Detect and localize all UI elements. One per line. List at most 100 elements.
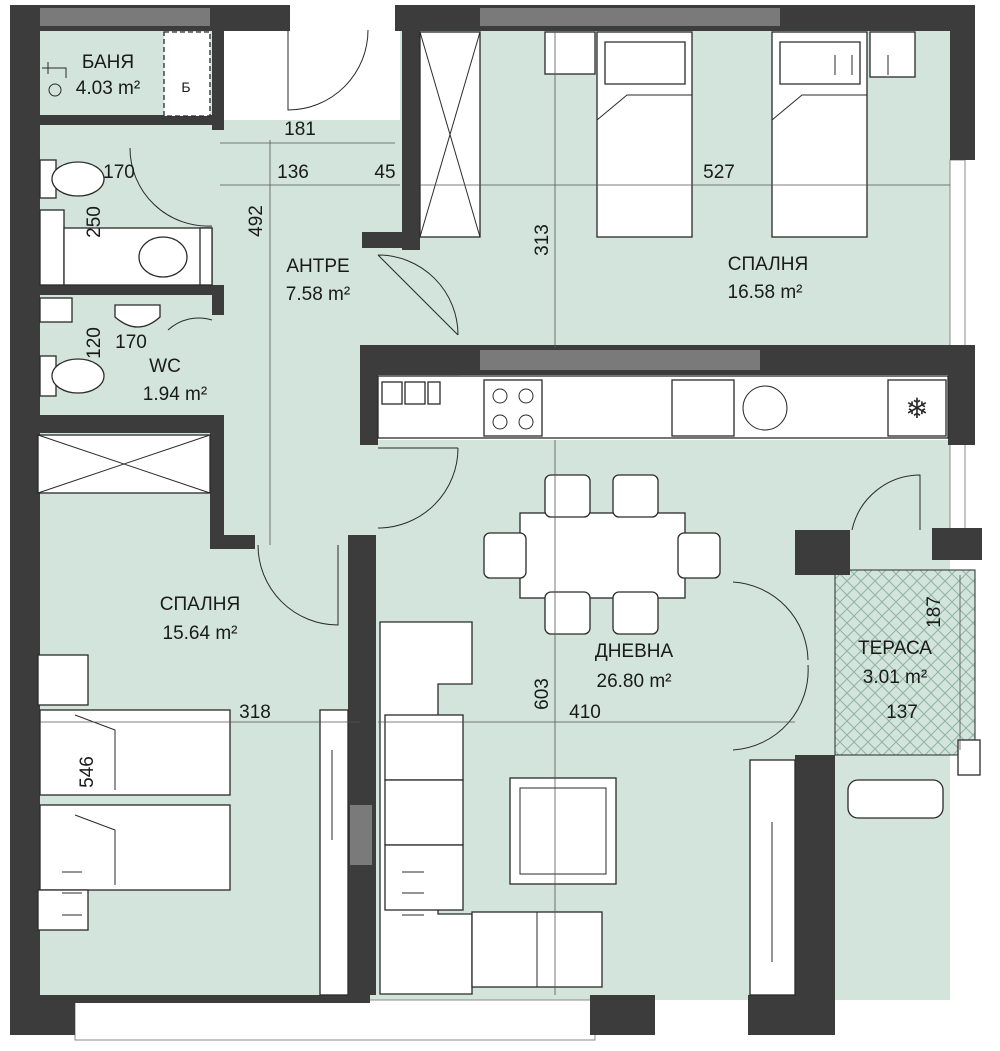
room-area-bedroom-left: 15.64 m² [163, 623, 238, 644]
room-area-wc: 1.94 m² [143, 384, 207, 405]
arrows-icon [62, 871, 424, 916]
nightstand-1 [544, 31, 596, 75]
kitchen: ❄ [377, 375, 949, 439]
room-name-bedroom-left: СПАЛНЯ [160, 594, 240, 615]
wall-terrace-left [795, 755, 835, 1035]
wall-bedroom-left-right [210, 415, 224, 545]
walls [10, 5, 982, 1035]
room-area-bedroom-top: 16.58 m² [728, 282, 803, 303]
window-right-mid [949, 439, 966, 541]
dim-410: 410 [569, 702, 601, 723]
room-area-bath: 4.03 m² [76, 78, 140, 99]
bath-door-icon [129, 147, 213, 227]
sanitary [39, 159, 213, 397]
wall-living-left-inner [350, 805, 372, 865]
wall-bottom-sill-left [30, 995, 370, 1003]
wall-bedroom-left-top [30, 415, 220, 433]
terrace-door-upper-icon [851, 474, 921, 531]
snowflake-icon: ❄ [905, 393, 928, 424]
wall-living-left [348, 535, 376, 995]
room-name-wc: WC [149, 356, 181, 377]
nightstand-3 [37, 654, 89, 706]
wall-top-right-inner [480, 8, 780, 26]
bath-cabinet [39, 209, 65, 286]
nightstand-4 [37, 889, 89, 931]
room-area-hall: 7.58 m² [286, 284, 350, 305]
beds-left [37, 654, 424, 931]
dim-187: 187 [924, 596, 945, 628]
bedroom-top-door-icon [377, 254, 459, 336]
pillow-2 [779, 41, 861, 85]
room-area-living: 26.80 m² [597, 671, 672, 692]
wall-left-upper [10, 5, 40, 415]
dining-table [519, 512, 686, 599]
wall-bottom-mid [590, 995, 655, 1035]
dimension-lines [40, 30, 961, 995]
room-name-terrace: ТЕРАСА [858, 638, 932, 659]
bed-3 [39, 709, 231, 796]
tv-icon [331, 750, 773, 962]
pillow-1 [604, 41, 686, 85]
bed-4 [39, 804, 231, 891]
entry-door-icon [287, 29, 369, 111]
terrace-floor [834, 569, 976, 756]
dim-136: 136 [277, 162, 309, 183]
kitchen-counter [377, 375, 949, 439]
dim-527: 527 [703, 162, 735, 183]
radiator-arrows-icon [834, 55, 889, 75]
dining [483, 474, 721, 635]
dim-170-lower: 170 [115, 332, 147, 353]
dim-250: 250 [84, 206, 105, 238]
bedroom-left-door-icon [257, 544, 339, 626]
doors [129, 29, 921, 751]
dim-492: 492 [246, 205, 267, 237]
coffee-table [509, 777, 617, 885]
dishwasher-icon [742, 385, 788, 431]
terrace-door-lower-icon [732, 581, 809, 751]
wc-shelf [39, 297, 73, 323]
wall-top-left-inner [40, 8, 210, 26]
fixture-letter: Б [181, 79, 190, 95]
dim-318: 318 [239, 702, 271, 723]
wall-right-top [950, 5, 975, 160]
wall-hall-right-return [362, 232, 420, 248]
sink-icon [138, 236, 188, 278]
wall-terrace-top-right [932, 528, 982, 560]
dimension-labels: 181 170 136 45 527 250 492 313 120 170 3… [77, 119, 945, 788]
dim-313: 313 [532, 224, 553, 256]
wall-bath-right [212, 20, 224, 130]
wall-left-lower [10, 415, 40, 995]
dim-120: 120 [84, 327, 105, 359]
faucet-icon [42, 62, 67, 78]
room-name-living: ДНЕВНА [595, 641, 674, 662]
ac-unit-icon [847, 779, 944, 819]
tv-unit-left [319, 709, 349, 996]
toilet-bowl-2 [51, 358, 105, 394]
window-right-top [949, 159, 966, 351]
wardrobes [37, 31, 481, 494]
wall-bath-bottom [30, 115, 220, 125]
bath-drain-icon [48, 83, 62, 97]
dim-170-upper: 170 [103, 162, 135, 183]
room-area-terrace: 3.01 m² [863, 667, 927, 688]
nightstand-2 [869, 31, 916, 78]
dim-603: 603 [532, 678, 553, 710]
wall-wc-right [212, 285, 224, 315]
window-bottom [74, 999, 596, 1041]
beds-top [544, 31, 916, 238]
kitchen-sink-icon [671, 379, 735, 437]
room-name-bath: БАНЯ [82, 52, 134, 73]
dim-546: 546 [77, 756, 98, 788]
dim-137: 137 [886, 702, 918, 723]
wall-kitchen-right [948, 345, 975, 445]
wall-hall-right [402, 20, 420, 250]
fridge-icon [887, 379, 947, 437]
wc-door-icon [167, 317, 213, 331]
terrace-post [957, 739, 981, 776]
room-name-bedroom-top: СПАЛНЯ [728, 254, 808, 275]
bath-fixtures: Б [42, 31, 211, 117]
wall-terrace-top-left [795, 530, 850, 575]
shower-tray [163, 31, 211, 117]
toilet-bowl-1 [51, 161, 105, 197]
